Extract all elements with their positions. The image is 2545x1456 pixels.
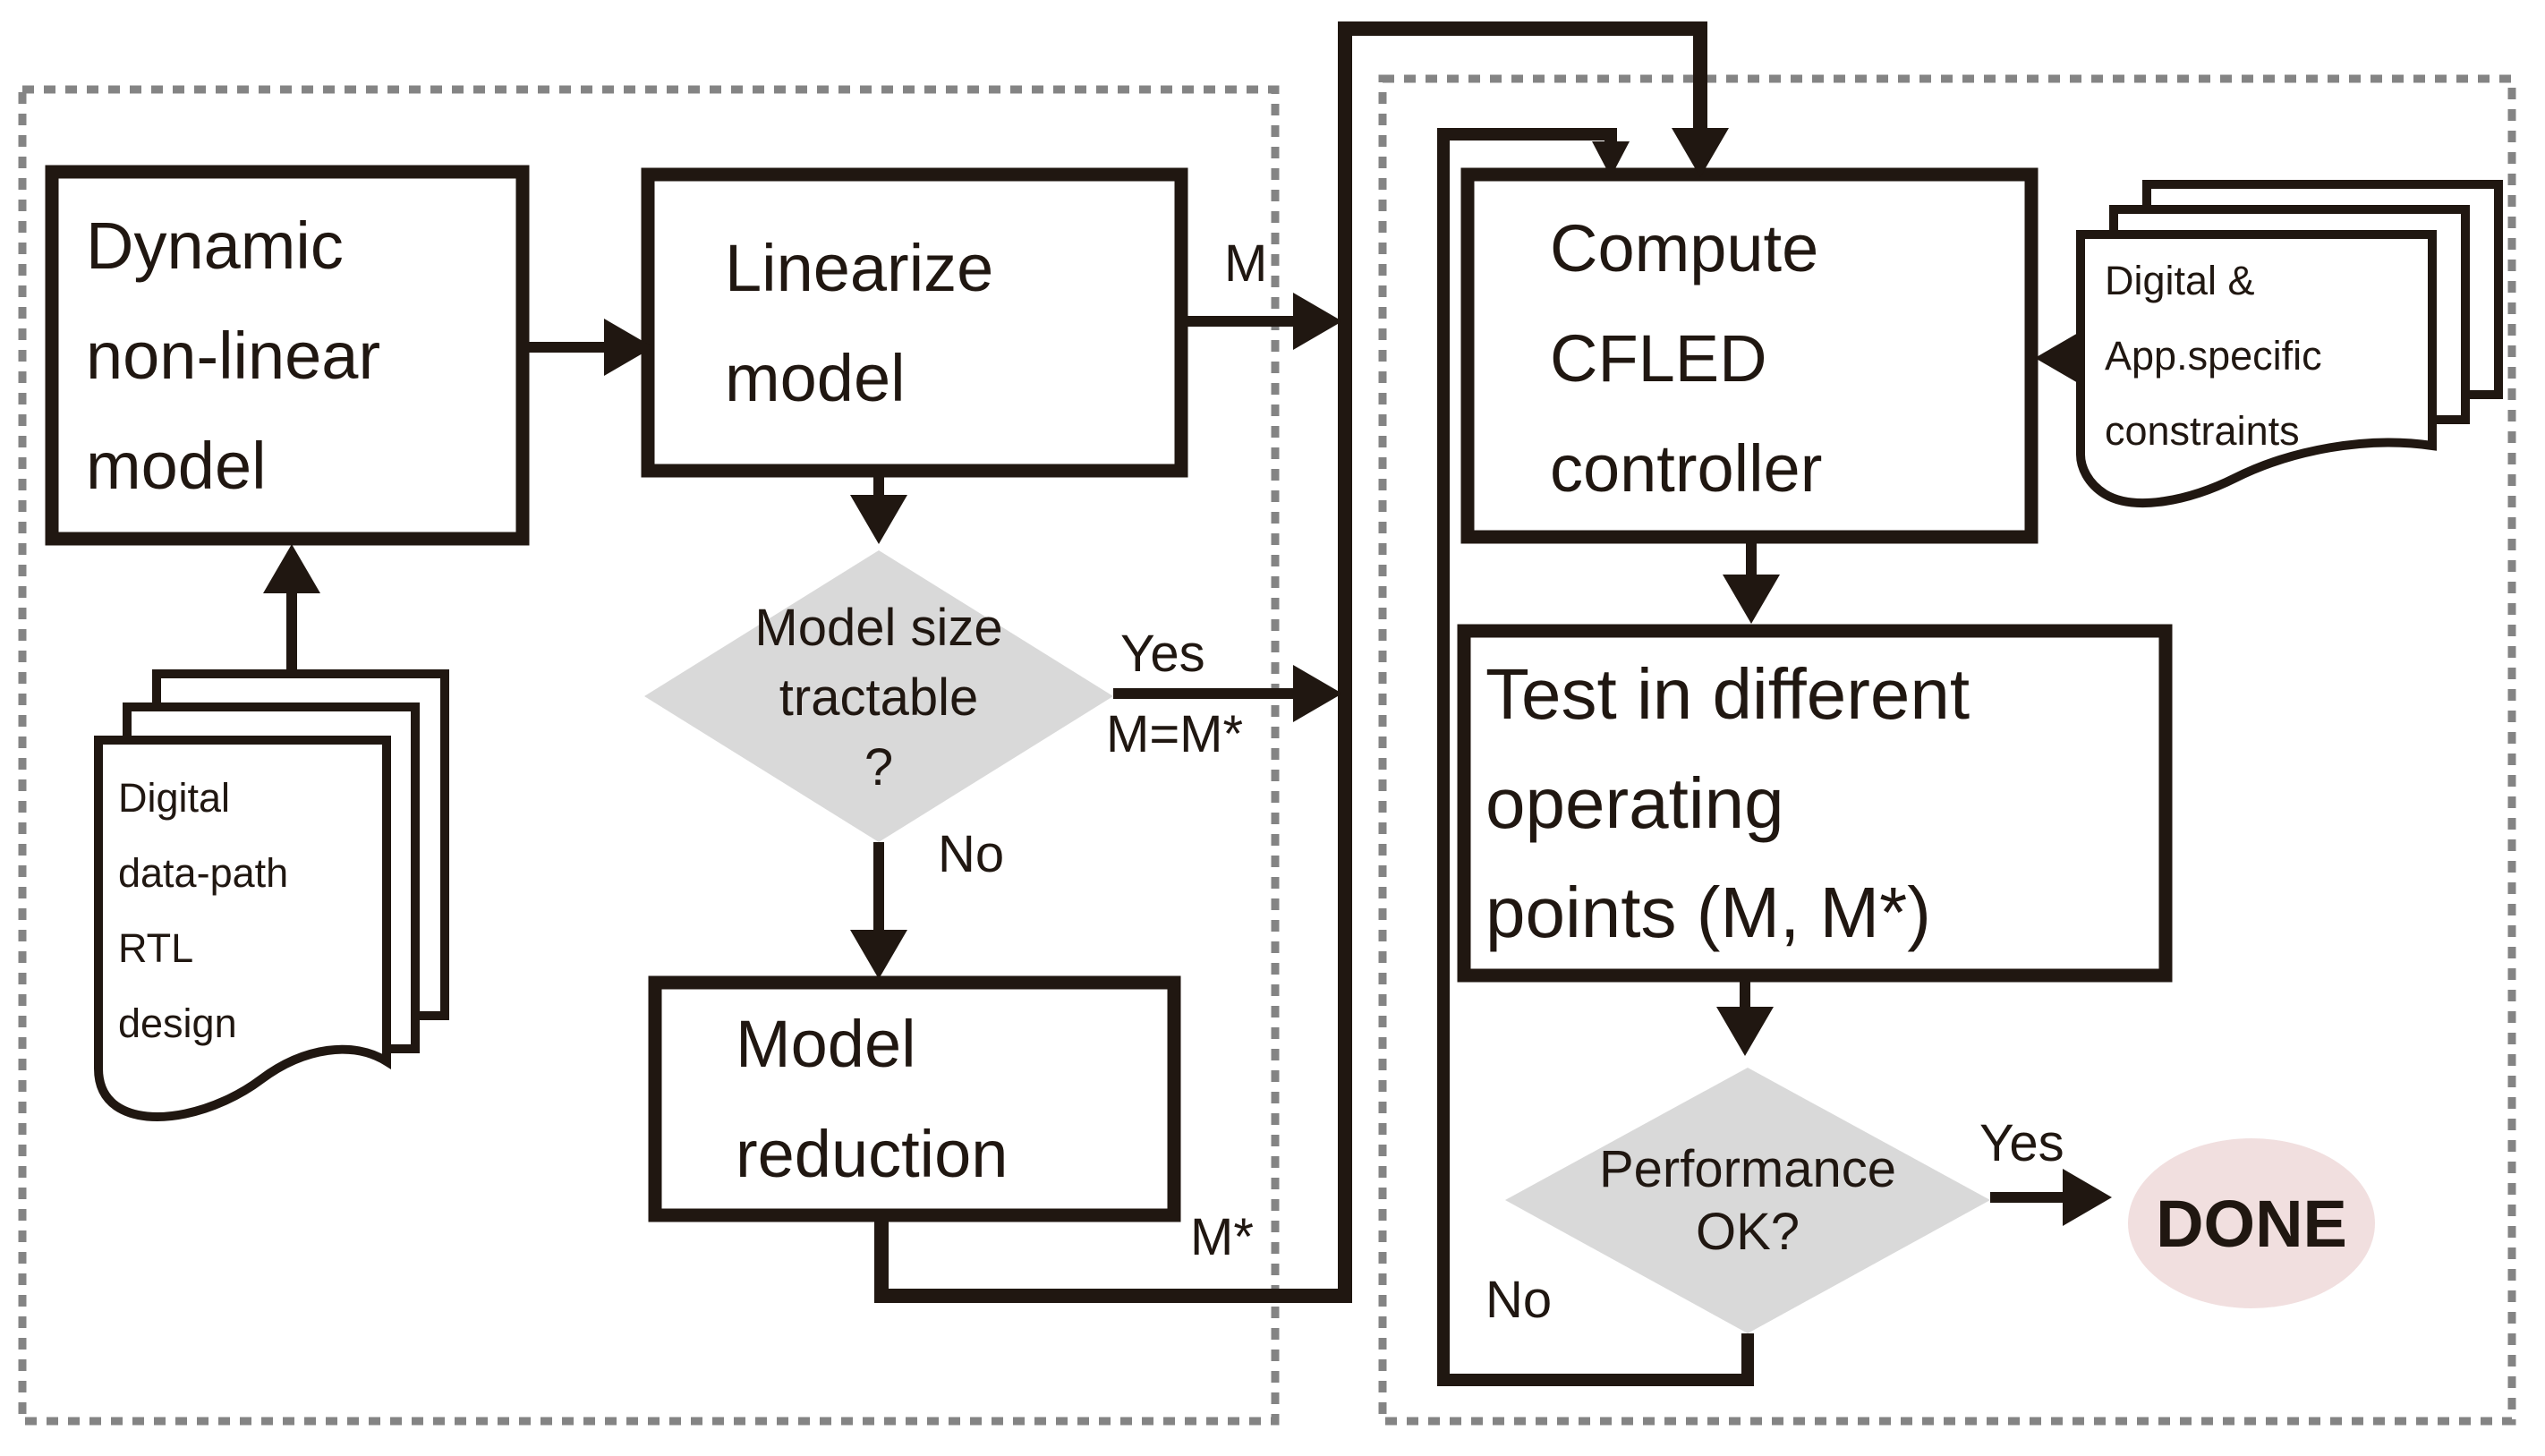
linearize-box xyxy=(641,167,1188,478)
model-size-decision-label: Model size tractable ? xyxy=(655,598,1102,798)
arrowhead-docs-to-dynamic xyxy=(263,544,320,593)
done-terminal-ellipse xyxy=(2128,1138,2375,1308)
linearize-box-label: Linearize model xyxy=(648,175,1181,471)
compute-cfled-line-2: CFLED xyxy=(1550,320,1767,396)
compute-cfled-line-3: controller xyxy=(1550,430,1823,506)
constraints-doc-front-page xyxy=(2076,230,2437,507)
yes-performance-label: Yes xyxy=(1979,1114,2064,1172)
left-panel-dashed-border xyxy=(18,85,1280,1426)
arrowhead-yes-performance xyxy=(2063,1169,2112,1226)
linearize-line-1: Linearize xyxy=(725,230,994,305)
rtl-doc-front-page xyxy=(94,736,391,1121)
performance-decision-label: Performance OK? xyxy=(1524,1138,1971,1264)
linearize-line-2: model xyxy=(725,340,906,415)
done-terminal-label: DONE xyxy=(2156,1186,2347,1261)
rtl-doc-line-4: design xyxy=(118,1000,237,1046)
dynamic-model-line-1: Dynamic xyxy=(86,208,344,283)
model-size-line-1: Model size xyxy=(754,599,1003,657)
m-edge-label: M xyxy=(1224,234,1268,293)
arrowhead-constraints-to-compute xyxy=(2035,329,2084,387)
model-reduction-box xyxy=(648,975,1181,1222)
arrowhead-no-loop-into-compute xyxy=(1592,141,1630,177)
no-tractable-label: No xyxy=(938,825,1005,883)
rtl-doc-line-2: data-path xyxy=(118,850,289,896)
right-panel-dashed-border xyxy=(1378,74,2516,1426)
performance-line-2: OK? xyxy=(1695,1203,1800,1261)
no-performance-label: No xyxy=(1485,1271,1553,1329)
m-equals-mstar-label: M=M* xyxy=(1106,705,1244,763)
arrowhead-dynamic-to-linearize xyxy=(604,319,653,376)
constraints-doc-line-1: Digital & xyxy=(2105,258,2255,303)
no-feedback-connector xyxy=(1437,128,1754,1386)
dynamic-model-line-3: model xyxy=(86,428,267,503)
yes-tractable-label: Yes xyxy=(1120,625,1205,683)
model-reduction-line-1: Model xyxy=(736,1007,916,1081)
model-reduction-line-2: reduction xyxy=(736,1117,1009,1191)
rtl-doc-line-3: RTL xyxy=(118,925,194,971)
compute-cfled-box xyxy=(1460,167,2039,544)
model-reduction-box-label: Model reduction xyxy=(655,983,1174,1215)
arrowhead-no-tractable xyxy=(850,930,907,979)
model-collector-connector xyxy=(874,21,1707,1303)
rtl-doc-line-1: Digital xyxy=(118,775,231,821)
model-size-line-2: tractable xyxy=(779,668,979,727)
test-points-line-1: Test in different xyxy=(1485,653,1970,734)
constraints-doc-label: Digital & App.specific constraints xyxy=(2105,243,2436,469)
dynamic-model-line-2: non-linear xyxy=(86,318,381,393)
performance-decision-diamond xyxy=(1505,1068,1990,1333)
rtl-doc-label: Digital data-path RTL design xyxy=(118,761,378,1061)
constraints-doc-line-2: App.specific xyxy=(2105,333,2322,379)
compute-cfled-box-label: Compute CFLED controller xyxy=(1468,179,2031,537)
model-size-decision-diamond xyxy=(644,550,1113,842)
compute-cfled-line-1: Compute xyxy=(1550,210,1819,285)
dynamic-model-box xyxy=(45,165,530,546)
arrowhead-compute-to-test xyxy=(1723,575,1780,624)
dynamic-model-box-label: Dynamic non-linear model xyxy=(52,172,523,539)
model-size-line-3: ? xyxy=(864,738,894,796)
arrowhead-yes-tractable xyxy=(1293,665,1342,722)
constraints-doc-line-3: constraints xyxy=(2105,408,2300,454)
test-points-box-label: Test in different operating points (M, M… xyxy=(1464,631,2166,975)
test-points-line-2: operating xyxy=(1485,762,1784,843)
arrowhead-linearize-to-decision xyxy=(850,495,907,544)
arrowhead-collector-into-compute xyxy=(1672,128,1729,177)
performance-line-1: Performance xyxy=(1598,1140,1897,1198)
arrowhead-m-output xyxy=(1293,293,1342,350)
test-points-line-3: points (M, M*) xyxy=(1485,872,1931,952)
arrowhead-test-to-performance xyxy=(1716,1007,1774,1056)
m-star-label: M* xyxy=(1190,1208,1254,1266)
test-points-box xyxy=(1457,624,2173,983)
